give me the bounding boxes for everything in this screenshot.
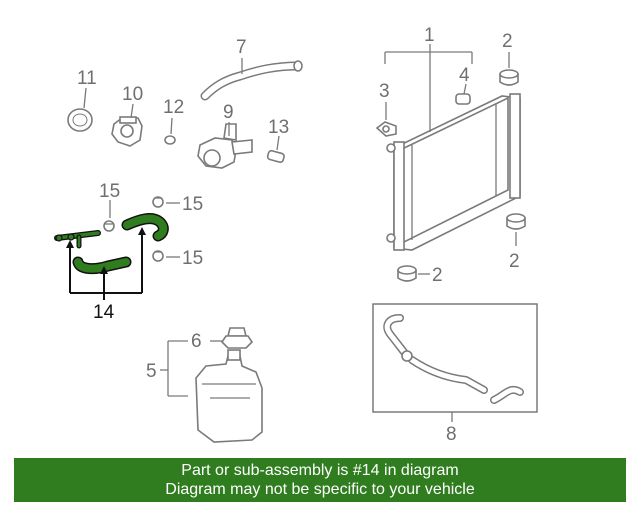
leader-10 (130, 103, 134, 119)
callout-1: 1 (424, 25, 435, 46)
callout-2b: 2 (509, 251, 520, 272)
part-11-o-ring[interactable] (67, 108, 93, 132)
part-4-plug[interactable] (455, 93, 471, 105)
callout-3: 3 (379, 81, 390, 102)
callout-15b: 15 (182, 194, 203, 215)
callout-2a: 2 (502, 31, 513, 52)
callout-13: 13 (268, 117, 289, 138)
part-1-radiator[interactable] (386, 93, 521, 251)
bracket-5 (160, 340, 188, 397)
leader-13 (276, 135, 280, 151)
banner-line-2: Diagram may not be specific to your vehi… (165, 481, 475, 498)
callout-15a: 15 (99, 181, 120, 202)
callout-2c: 2 (432, 265, 443, 286)
parts-diagram: 11 10 12 7 9 13 (54, 25, 538, 445)
callout-15c: 15 (182, 248, 203, 269)
callout-9: 9 (223, 102, 234, 123)
callout-5: 5 (146, 361, 157, 382)
callout-10: 10 (122, 84, 143, 105)
part-14-hose-assembly[interactable] (54, 213, 169, 275)
callout-14: 14 (93, 302, 115, 323)
callout-6: 6 (191, 331, 202, 352)
part-3-drain-cock[interactable] (375, 121, 397, 137)
part-2-cap-bottom[interactable] (397, 265, 417, 282)
banner-line-1: Part or sub-assembly is #14 in diagram (181, 462, 459, 479)
callout-7: 7 (236, 37, 247, 58)
callout-8: 8 (446, 424, 457, 445)
callout-11: 11 (77, 68, 97, 89)
part-7-heater-pipe[interactable] (200, 60, 303, 101)
bracket-14 (66, 227, 146, 300)
callout-12: 12 (163, 97, 184, 118)
leader-12 (170, 117, 173, 135)
callout-4: 4 (459, 65, 470, 86)
part-2-cap-right[interactable] (506, 213, 526, 230)
part-10-thermostat[interactable] (111, 116, 143, 147)
leader-4 (463, 83, 467, 95)
part-15-clamp-a[interactable] (103, 220, 115, 232)
part-12-seal[interactable] (164, 135, 176, 145)
part-2-cap-top[interactable] (499, 69, 519, 86)
part-13-connector[interactable] (266, 149, 285, 164)
info-banner: Part or sub-assembly is #14 in diagram D… (14, 458, 626, 502)
part-15-clamp-b[interactable] (152, 196, 164, 208)
part-5-reservoir[interactable] (195, 349, 263, 443)
part-8-hose-kit[interactable] (372, 303, 538, 413)
part-9-water-outlet[interactable] (197, 123, 253, 169)
bracket-1 (384, 44, 473, 132)
leader-11 (83, 87, 87, 109)
part-6-reservoir-cap[interactable] (220, 327, 254, 349)
part-15-clamp-c[interactable] (152, 250, 164, 262)
